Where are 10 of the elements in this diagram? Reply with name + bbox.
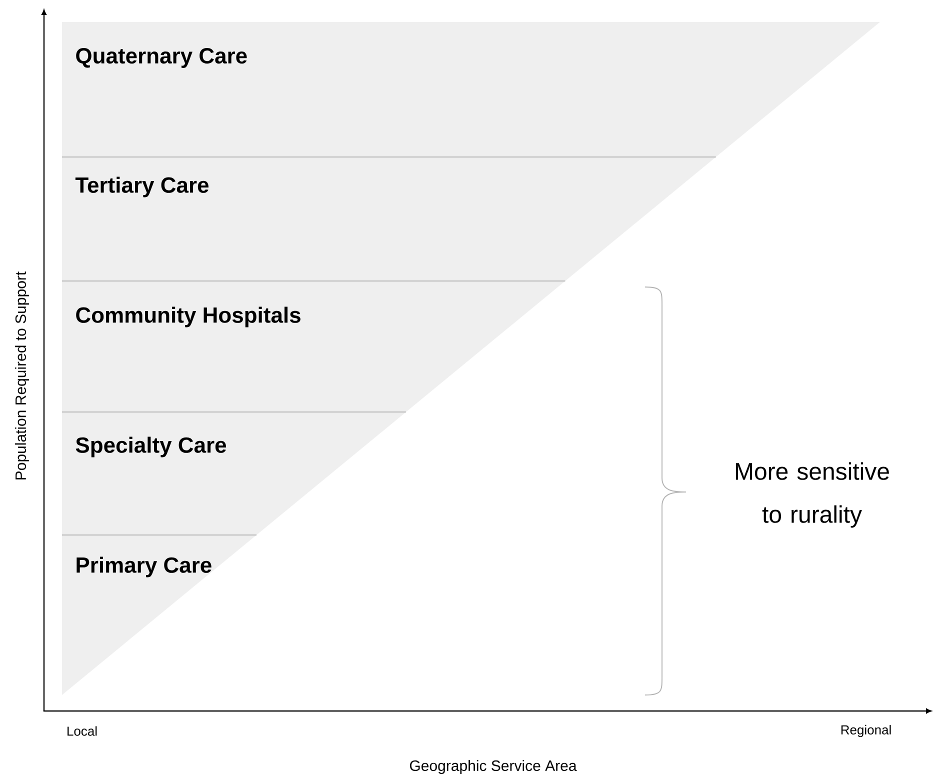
x-axis-label: Geographic Service Area — [410, 760, 577, 774]
band-label: Community Hospitals — [76, 306, 300, 328]
tick-label: Regional — [841, 724, 891, 738]
band-label: Quaternary Care — [76, 48, 247, 68]
band-label: Primary Care — [76, 556, 212, 578]
band-label: Specialty Care — [76, 436, 226, 458]
band-label: Tertiary Care — [75, 176, 209, 198]
note-text: More sensitive to rurality — [736, 462, 889, 528]
tick-label: Local — [68, 726, 97, 736]
y-axis-label: Population Required to Support — [15, 272, 29, 480]
